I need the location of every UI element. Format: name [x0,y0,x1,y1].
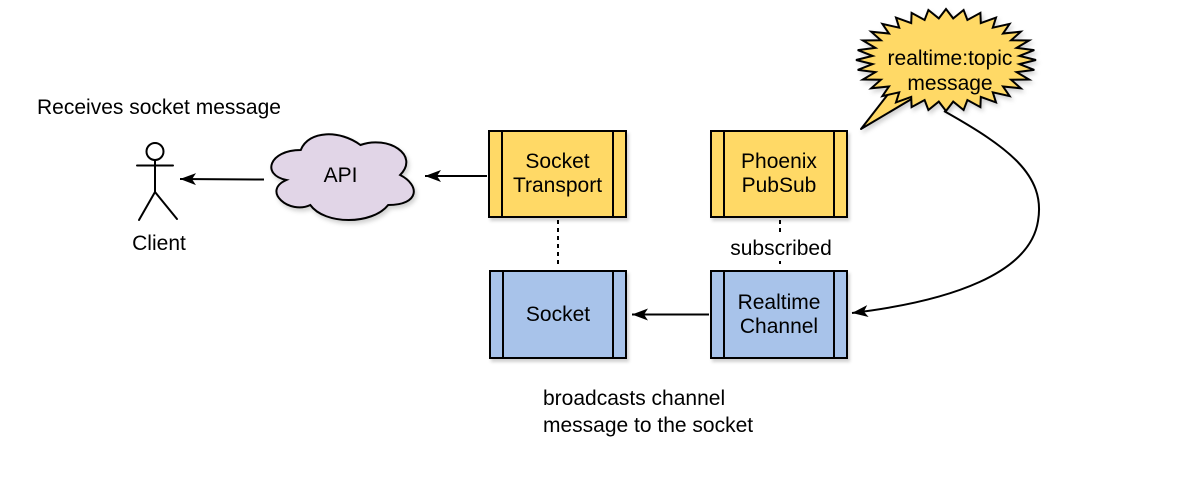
burst-text-line: realtime:topic [887,47,1013,70]
socket-label: Socket [526,303,590,327]
caption-line: message to the socket [543,414,754,437]
label-line: Transport [512,174,603,197]
actor-stick-figure [136,142,178,221]
component-box-socket: Socket [489,270,627,359]
cloud-shape [270,133,415,221]
api-label: API [323,163,358,187]
label-line: Realtime [737,290,821,314]
caption-line: broadcasts channel [543,387,726,410]
realtime-channel-label: Realtime Channel [738,291,821,339]
arrow-cloud-to-client [179,173,265,186]
component-box-phoenix-pubsub: Phoenix PubSub [710,130,848,218]
client-label: Client [132,232,186,255]
broadcast-caption: broadcasts channel message to the socket [543,385,753,439]
phoenix-pubsub-label: Phoenix PubSub [741,150,817,198]
burst-text-line: message [907,72,993,95]
label-line: Channel [739,314,819,338]
burst-text: realtime:topic message [870,46,1030,96]
subscribed-edge-label: subscribed [727,236,835,261]
label-line: Socket [525,302,591,326]
component-box-socket-transport: Socket Transport [488,130,627,218]
receives-caption: Receives socket message [37,96,281,119]
socket-transport-label: Socket Transport [513,150,602,198]
label-line: PubSub [741,174,817,197]
label-line: Phoenix [741,150,817,173]
label-line: Socket [525,150,590,173]
component-box-realtime-channel: Realtime Channel [710,270,848,359]
burst-shape [855,7,1037,113]
actor-head [145,142,165,161]
arrow-burst-to-channel [851,110,1041,318]
